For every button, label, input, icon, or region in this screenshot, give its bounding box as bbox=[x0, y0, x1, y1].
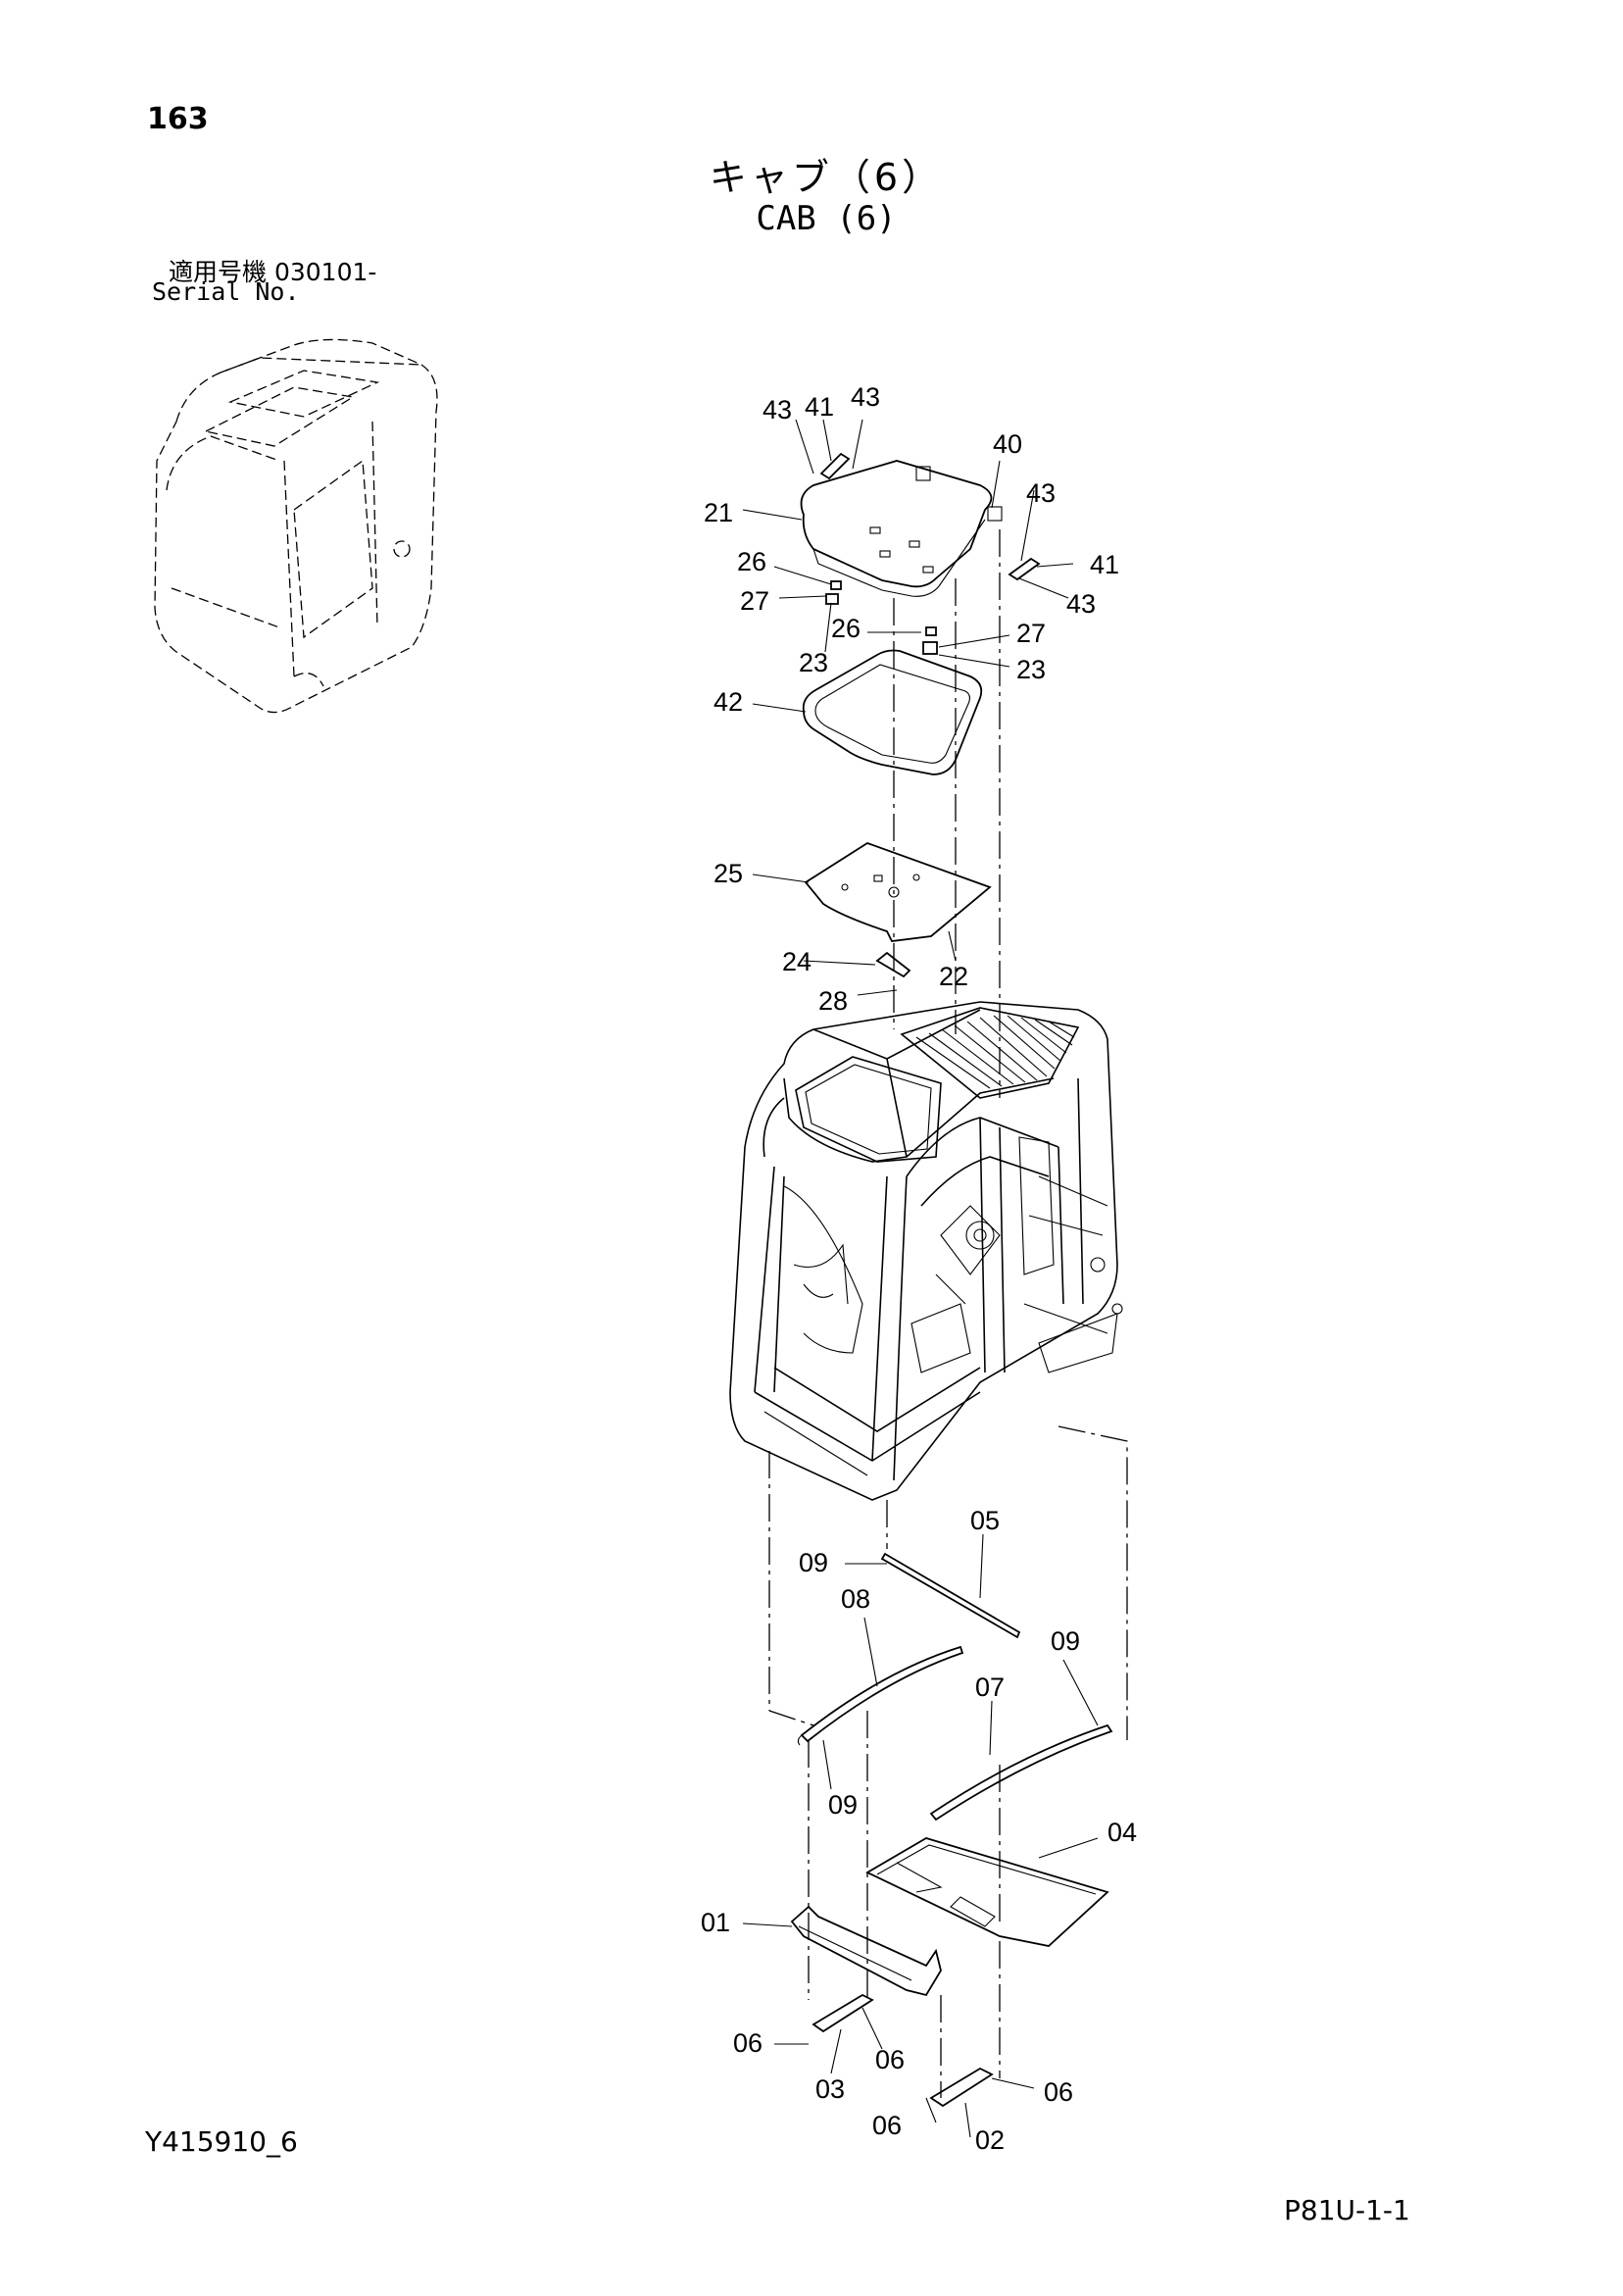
callout-09-lower: 09 bbox=[828, 1790, 858, 1820]
callout-27-left: 27 bbox=[740, 586, 769, 616]
hatch-seal-42 bbox=[802, 649, 983, 775]
alignment-lines bbox=[768, 529, 1128, 2098]
cab-thumbnail bbox=[154, 338, 438, 714]
callout-23-right: 23 bbox=[1016, 655, 1046, 684]
callout-43-upper-right: 43 bbox=[851, 382, 880, 412]
ceiling-panel-04 bbox=[865, 1837, 1109, 1947]
part-26-right bbox=[925, 626, 937, 636]
callout-43-upper-left: 43 bbox=[762, 395, 792, 424]
callout-07: 07 bbox=[975, 1672, 1005, 1702]
trim-cover-02 bbox=[929, 2067, 994, 2108]
trim-strip-08 bbox=[800, 1645, 964, 1743]
serial-label-english: Serial No. bbox=[152, 277, 300, 306]
callout-43-right-lower: 43 bbox=[1066, 589, 1096, 619]
weatherstrip-05 bbox=[880, 1552, 1021, 1639]
callout-24: 24 bbox=[782, 947, 812, 976]
callout-41-right: 41 bbox=[1090, 550, 1119, 579]
inner-plate-25 bbox=[804, 842, 992, 942]
callout-04: 04 bbox=[1107, 1818, 1137, 1847]
leader-lines bbox=[742, 419, 1099, 2138]
callout-41-upper: 41 bbox=[805, 392, 834, 422]
page-title-japanese: キャブ（6） bbox=[709, 156, 944, 199]
trim-cover-03 bbox=[812, 1993, 874, 2033]
callout-03: 03 bbox=[815, 2074, 845, 2104]
callout-06-right: 06 bbox=[1044, 2077, 1073, 2107]
roof-hatch-21 bbox=[800, 460, 1003, 597]
callout-09-right: 09 bbox=[1051, 1626, 1080, 1656]
callout-22: 22 bbox=[939, 962, 968, 991]
callout-23-left: 23 bbox=[799, 648, 828, 677]
callout-08: 08 bbox=[841, 1584, 870, 1614]
callout-40: 40 bbox=[993, 429, 1022, 459]
part-27-right bbox=[922, 641, 938, 655]
page-number: 163 bbox=[147, 102, 209, 136]
callout-21: 21 bbox=[704, 498, 733, 527]
part-26-left bbox=[830, 580, 842, 590]
callout-06-middle: 06 bbox=[875, 2045, 905, 2074]
callout-06-left: 06 bbox=[733, 2028, 762, 2058]
callout-43-right-upper: 43 bbox=[1026, 478, 1056, 508]
callout-28: 28 bbox=[818, 986, 848, 1016]
front-trim-01 bbox=[790, 1905, 942, 1997]
callout-26-left: 26 bbox=[737, 547, 766, 576]
callout-01: 01 bbox=[701, 1908, 730, 1937]
callout-26-right: 26 bbox=[831, 614, 861, 643]
trim-strip-07 bbox=[929, 1723, 1113, 1822]
callout-05: 05 bbox=[970, 1506, 1000, 1535]
callout-labels: 43 41 43 40 21 43 41 43 26 27 23 26 27 2… bbox=[701, 382, 1137, 2155]
callout-25: 25 bbox=[713, 859, 743, 888]
hinge-41-top bbox=[819, 452, 851, 480]
callout-42: 42 bbox=[713, 687, 743, 717]
callout-06-bottom: 06 bbox=[872, 2111, 902, 2140]
part-27-left bbox=[825, 593, 839, 605]
serial-label-japanese: 適用号機 030101- bbox=[169, 258, 377, 286]
page-reference: P81U-1-1 bbox=[1284, 2194, 1410, 2226]
page-title-english: CAB (6) bbox=[756, 199, 897, 238]
callout-09-upper: 09 bbox=[799, 1548, 828, 1577]
hinge-41-right bbox=[1008, 557, 1041, 581]
cab-frame bbox=[729, 1001, 1123, 1501]
document-code: Y415910_6 bbox=[145, 2125, 298, 2158]
callout-27-right: 27 bbox=[1016, 619, 1046, 648]
callout-02: 02 bbox=[975, 2125, 1005, 2155]
